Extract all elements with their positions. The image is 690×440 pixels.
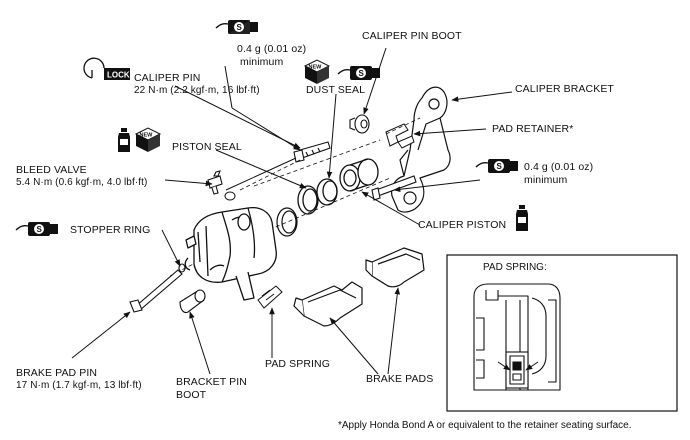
grease-amount: 0.4 g (0.01 oz): [237, 43, 307, 55]
leader-lines: [71, 47, 513, 375]
caliper-pin-text: CALIPER PIN: [134, 72, 201, 84]
lock-text: LOCK: [107, 71, 130, 80]
new-text: NEW: [140, 133, 154, 139]
bracket-pin-boot-line1: BRACKET PIN: [176, 376, 247, 388]
grease-mark: S: [359, 69, 365, 78]
grease-mark: S: [497, 162, 503, 171]
inset-pad-spring: [505, 351, 529, 389]
label-grease-right: 0.4 g (0.01 oz) minimum: [524, 161, 593, 186]
bleed-valve-cap: [224, 191, 236, 201]
brake-pad-pin: [129, 269, 183, 313]
caliper-piston: [339, 158, 380, 192]
bleed-valve-spec: 5.4 N·m (0.6 kgf·m, 4.0 lbf·ft): [16, 176, 148, 188]
label-caliper-piston: CALIPER PISTON: [418, 219, 506, 232]
pad-retainer: [385, 123, 415, 149]
new-part-icon: NEW: [303, 59, 331, 84]
caliper-bracket-text: CALIPER BRACKET: [515, 83, 614, 95]
grease-mark: S: [237, 23, 243, 32]
caliper-piston-text: CALIPER PISTON: [418, 219, 507, 231]
caliper-pin-boot: [349, 114, 370, 134]
piston-seal-text: PISTON SEAL: [172, 141, 242, 153]
label-brake-pad-pin: BRAKE PAD PIN 17 N·m (1.7 kgf·m, 13 lbf·…: [16, 367, 142, 392]
label-caliper-pin: CALIPER PIN 22 N·m (2.2 kgf·m, 16 lbf·ft…: [134, 72, 260, 97]
label-stopper-ring: STOPPER RING: [70, 224, 150, 237]
caliper-pin: [371, 175, 417, 201]
bleed-valve: [207, 170, 223, 195]
label-piston-seal: PISTON SEAL: [172, 141, 242, 154]
dust-seal-text: DUST SEAL: [306, 84, 366, 96]
grease-qualifier: minimum: [524, 173, 568, 186]
brake-pad: [293, 281, 363, 327]
pad-spring-inset: [446, 254, 678, 412]
label-pad-retainer: PAD RETAINER*: [492, 123, 573, 136]
piston-seal: [297, 185, 319, 215]
caliper-pin: [293, 141, 331, 163]
grease-tube-icon: S: [475, 159, 518, 173]
pad-spring-text: PAD SPRING: [265, 358, 330, 370]
bracket-pin-boot-line2: BOOT: [176, 388, 207, 401]
grease-tube-icon: S: [215, 20, 258, 34]
label-brake-pads: BRAKE PADS: [366, 373, 433, 386]
grease-amount: 0.4 g (0.01 oz): [524, 161, 594, 173]
caliper-pin-spec: 22 N·m (2.2 kgf·m, 16 lbf·ft): [134, 84, 260, 96]
label-caliper-pin-boot: CALIPER PIN BOOT: [362, 30, 462, 43]
inset-title: PAD SPRING:: [483, 262, 547, 273]
footnote: *Apply Honda Bond A or equivalent to the…: [338, 420, 632, 431]
new-part-icon: NEW: [134, 127, 162, 152]
bleed-valve-text: BLEED VALVE: [16, 164, 87, 176]
label-grease-top: 0.4 g (0.01 oz) minimum: [237, 43, 306, 68]
label-bracket-pin-boot: BRACKET PIN BOOT: [176, 376, 247, 401]
brake-pad-pin-spec: 17 N·m (1.7 kgf·m, 13 lbf·ft): [16, 379, 142, 391]
brake-pad: [365, 247, 425, 288]
caliper-pin-boot-text: CALIPER PIN BOOT: [362, 30, 462, 42]
grease-mark: S: [37, 225, 43, 234]
pad-spring: [257, 285, 283, 309]
pad-retainer-text: PAD RETAINER*: [492, 123, 574, 135]
grease-qualifier: minimum: [240, 55, 284, 68]
grease-tube-icon: S: [337, 66, 380, 80]
label-caliper-bracket: CALIPER BRACKET: [515, 83, 614, 96]
label-bleed-valve: BLEED VALVE 5.4 N·m (0.6 kgf·m, 4.0 lbf·…: [16, 164, 147, 189]
caliper-bracket: [391, 86, 451, 213]
caliper-body: [184, 206, 277, 301]
brake-fluid-icon: [516, 205, 528, 231]
label-dust-seal: DUST SEAL: [306, 84, 365, 97]
dust-seal: [316, 178, 338, 206]
brake-fluid-icon: [118, 128, 130, 152]
grease-tube-icon: S: [15, 222, 58, 236]
brake-pads-text: BRAKE PADS: [366, 373, 434, 385]
bracket-pin-boot: [179, 289, 206, 314]
new-text: NEW: [309, 65, 323, 71]
label-pad-spring: PAD SPRING: [265, 358, 330, 371]
stopper-ring-text: STOPPER RING: [70, 224, 151, 236]
stopper-ring: [178, 263, 186, 273]
brake-pad-pin-text: BRAKE PAD PIN: [16, 367, 98, 379]
thread-lock-icon: LOCK: [83, 57, 130, 80]
ring: [276, 207, 298, 237]
